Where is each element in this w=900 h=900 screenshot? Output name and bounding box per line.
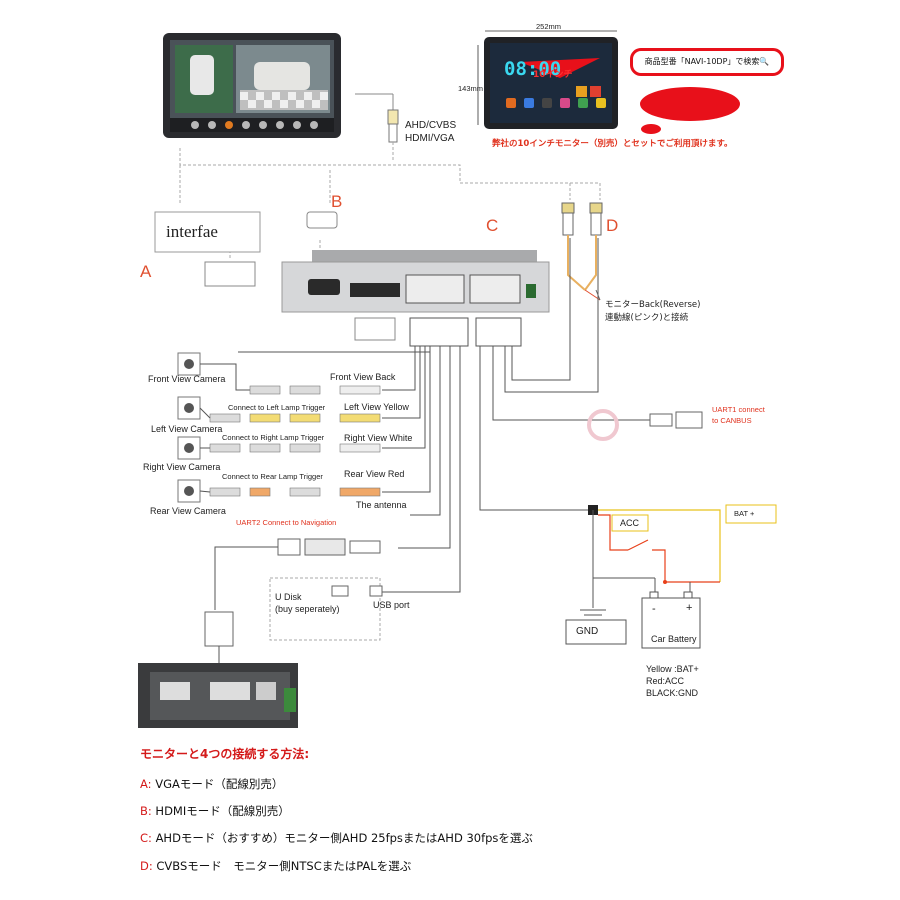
mode-d: D: CVBSモード モニター側NTSCまたはPALを選ぶ	[140, 858, 411, 874]
bat-label: BAT +	[734, 509, 755, 518]
usb-port-label: USB port	[373, 600, 410, 610]
letter-d: D	[606, 216, 619, 235]
udisk-label-2: (buy seperately)	[275, 604, 340, 614]
set-note: 弊社の10インチモニター（別売）とセットでご利用頂けます。	[492, 139, 733, 149]
monitor-left-image	[163, 33, 341, 138]
battery-minus: -	[652, 603, 656, 615]
rear-camera-label: Rear View Camera	[150, 506, 226, 516]
acc-label: ACC	[620, 518, 640, 528]
monitor-width-label: 252mm	[536, 22, 562, 31]
left-camera-label: Left View Camera	[151, 424, 223, 434]
right-camera-label: Right View Camera	[143, 462, 221, 472]
vga-plug	[204, 261, 256, 287]
modes-title: モニターと4つの接続する方法:	[140, 747, 310, 761]
front-camera-label: Front View Camera	[148, 374, 226, 384]
mode-c-text: AHDモード（おすすめ）モニター側AHD 25fpsまたはAHD 30fpsを選…	[155, 831, 533, 845]
usb-disk-icon	[331, 585, 349, 597]
uart1-label-1: UART1 connect	[712, 405, 765, 414]
video-out-label-1: AHD/CVBS	[405, 120, 457, 131]
right-white-label: Right View White	[344, 433, 413, 443]
rca-plugs	[561, 202, 603, 301]
uart2-label: UART2 Connect to Navigation	[236, 518, 337, 527]
inch-label: 10インチ	[533, 70, 573, 80]
search-bubble: 商品型番「NAVI-10DP」で検索🔍	[630, 48, 784, 76]
legend-red: Red:ACC	[646, 676, 685, 686]
battery-plus: +	[686, 602, 693, 614]
legend-yellow: Yellow :BAT+	[646, 664, 699, 674]
left-yellow-label: Left View Yellow	[344, 402, 409, 412]
harness-wires	[238, 238, 650, 593]
monitor-right-image	[477, 30, 618, 129]
canbus-connector	[587, 409, 703, 441]
rear-red-label: Rear View Red	[344, 469, 405, 479]
camera-rows	[177, 352, 381, 503]
monitor-height-label: 143mm	[458, 84, 484, 93]
mode-b-text: HDMIモード（配線別売）	[155, 804, 290, 818]
mode-a-key: A:	[140, 777, 152, 791]
head-unit-image	[138, 663, 298, 728]
small-plug	[354, 317, 396, 341]
interface-label: interfae	[166, 222, 218, 241]
mode-b-key: B:	[140, 804, 152, 818]
video-out-label-2: HDMI/VGA	[405, 133, 455, 144]
mode-c: C: AHDモード（おすすめ）モニター側AHD 25fpsまたはAHD 30fp…	[140, 830, 533, 846]
udisk-label-1: U Disk	[275, 592, 302, 602]
hdmi-plug	[306, 211, 338, 229]
mode-a-text: VGAモード（配線別売）	[155, 777, 284, 791]
mode-a: A: VGAモード（配線別売）	[140, 776, 283, 792]
harness-plug-1	[409, 317, 469, 347]
front-back-label: Front View Back	[330, 372, 396, 382]
mode-c-key: C:	[140, 831, 152, 845]
power-wiring	[565, 504, 777, 649]
antenna-label: The antenna	[356, 500, 407, 510]
battery-label: Car Battery	[651, 634, 697, 644]
right-trigger-label: Connect to Right Lamp Trigger	[222, 433, 325, 442]
arrow-pointer	[520, 58, 600, 78]
interface-box	[154, 211, 261, 253]
reverse-callout-line	[595, 289, 601, 301]
letter-a: A	[140, 262, 152, 281]
rear-trigger-label: Connect to Rear Lamp Trigger	[222, 472, 323, 481]
mode-d-text: CVBSモード モニター側NTSCまたはPALを選ぶ	[156, 859, 412, 873]
mode-d-key: D:	[140, 859, 153, 873]
legend-black: BLACK:GND	[646, 688, 699, 698]
control-box	[281, 250, 550, 313]
usb-disk-area	[269, 577, 381, 641]
uart1-label-2: to CANBUS	[712, 416, 752, 425]
mode-b: B: HDMIモード（配線別売）	[140, 803, 290, 819]
bubble-tail-large	[640, 87, 740, 121]
reverse-note-2: 連動線(ピンク)と接続	[605, 313, 689, 323]
clock-display: 08:00	[504, 58, 562, 80]
letter-c: C	[486, 216, 499, 235]
gnd-label: GND	[576, 626, 599, 637]
letter-b: B	[331, 192, 343, 211]
left-trigger-label: Connect to Left Lamp Trigger	[228, 403, 326, 412]
reverse-note-1: モニターBack(Reverse)	[605, 300, 701, 310]
usb-port-icon	[369, 585, 383, 597]
navigation-cable	[204, 538, 381, 670]
bubble-tail-small	[641, 124, 661, 134]
ahd-connector	[355, 93, 399, 160]
harness-plug-2	[475, 317, 522, 347]
